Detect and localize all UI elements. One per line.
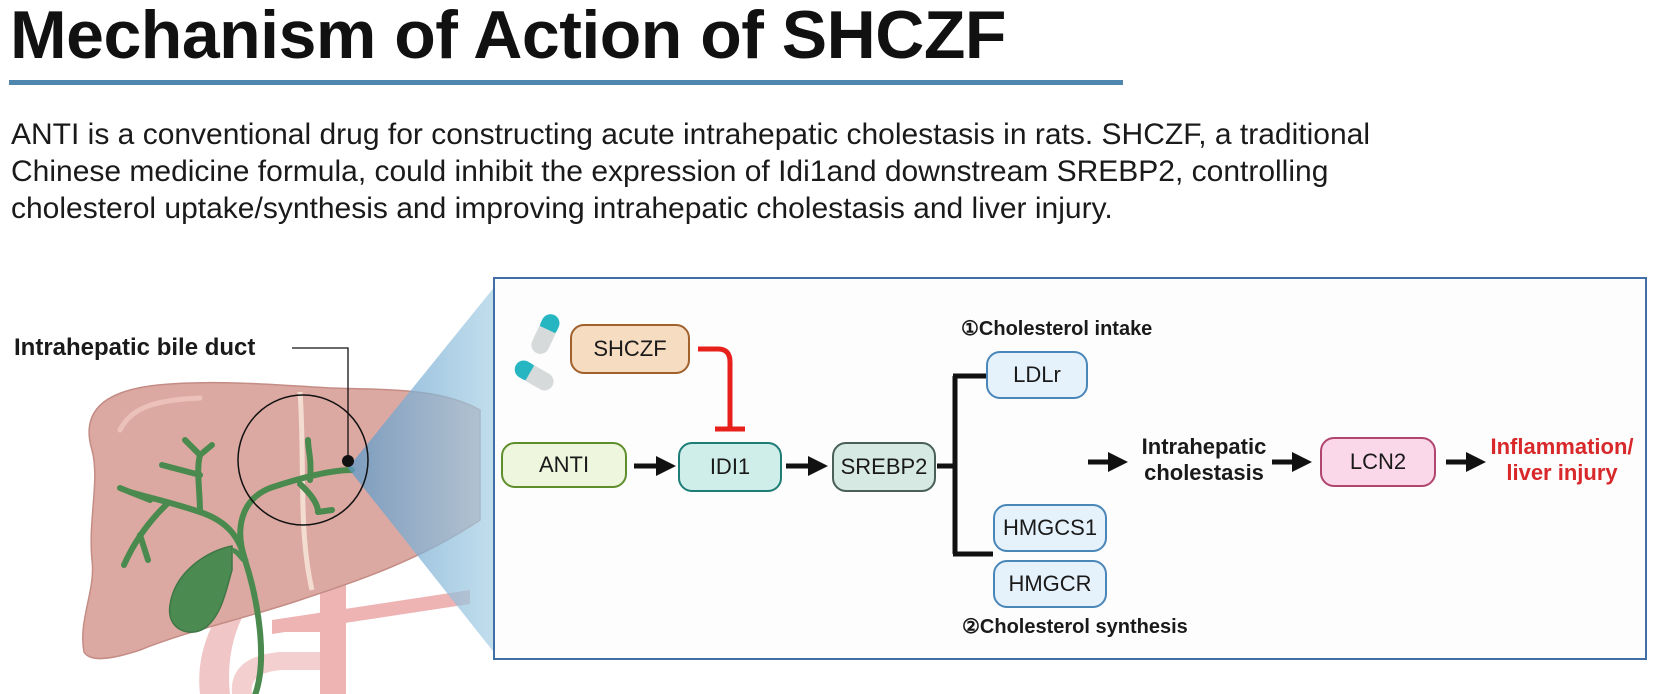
node-label: HMGCR [1008,571,1092,596]
outcome-line: liver injury [1506,460,1618,485]
description-line: ANTI is a conventional drug for construc… [11,118,1370,151]
cholestasis-line: cholestasis [1144,460,1264,485]
node-ldlr: LDLr [986,351,1088,399]
description-line: cholesterol uptake/synthesis and improvi… [11,192,1113,225]
node-anti: ANTI [501,442,627,488]
node-lcn2: LCN2 [1320,437,1436,487]
outcome-line: Inflammation/ [1490,434,1634,459]
cholesterol-intake-label: ①Cholesterol intake [961,318,1153,340]
bile-duct-label: Intrahepatic bile duct [14,334,256,361]
description-line: Chinese medicine formula, could inhibit … [11,155,1329,188]
gallbladder-icon [168,545,249,633]
node-hmgcr: HMGCR [993,560,1107,608]
node-label: LCN2 [1349,449,1407,474]
cholesterol-synthesis-label: ②Cholesterol synthesis [962,616,1188,638]
node-shczf: SHCZF [570,324,690,374]
node-hmgcs1: HMGCS1 [993,504,1107,552]
outcome-label: Inflammation/ liver injury [1482,434,1642,486]
node-idi1: IDI1 [678,442,782,492]
magnify-circle [237,394,369,526]
liver-illustration [82,280,500,694]
node-label: ANTI [538,452,590,477]
callout-line [292,347,349,460]
node-label: SREBP2 [840,454,928,479]
capsule-icon [514,314,560,391]
srebp2-branch-bracket [937,373,993,557]
node-label: LDLr [1013,362,1061,387]
node-srebp2: SREBP2 [832,442,936,492]
node-label: SHCZF [593,336,667,361]
node-label: HMGCS1 [1002,515,1098,540]
description-paragraph: ANTI is a conventional drug for construc… [11,116,1571,227]
zoom-cone [348,280,500,660]
cholestasis-line: Intrahepatic [1141,434,1267,459]
title-underline [9,80,1123,85]
cholestasis-label: Intrahepatic cholestasis [1134,434,1274,486]
node-label: IDI1 [709,454,751,479]
inhibition-arrow [698,346,733,428]
callout-dot [342,455,354,467]
page-title: Mechanism of Action of SHCZF [10,0,1006,73]
bile-duct-icon [117,437,355,694]
